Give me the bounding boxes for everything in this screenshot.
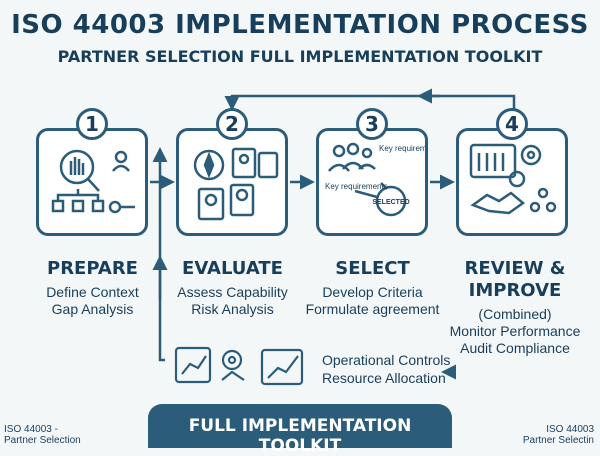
operations-icons (174, 346, 304, 386)
step-desc-review-1: (Combined) (478, 306, 552, 322)
team-selected-stamp-icon: Key requirement Key requirements SELECTE… (325, 142, 438, 217)
monitor-chart-icon (174, 346, 212, 384)
key-requirements-label: Key requirements (325, 182, 388, 191)
step-desc-select-1: Develop Criteria (322, 284, 423, 300)
compass-profiles-icon (193, 147, 279, 221)
page-subtitle: PARTNER SELECTION FULL IMPLEMENTATION TO… (57, 47, 543, 66)
step-number-1: 1 (76, 108, 108, 140)
key-requirement-label: Key requirement (379, 144, 425, 153)
step-name-review: REVIEW & (464, 258, 566, 279)
step-number-3: 3 (356, 108, 388, 140)
dashboard-handshake-icon (469, 143, 557, 215)
selected-stamp-label: SELECTED (372, 199, 409, 206)
step-desc-evaluate-1: Assess Capability (177, 284, 288, 300)
step-number-4: 4 (496, 108, 528, 140)
footer-right-2: Partner Selectin (522, 435, 594, 446)
magnifier-hand-icon (51, 149, 135, 214)
gear-icon (221, 349, 243, 371)
step-card-prepare (36, 128, 148, 236)
operations-line-1: Operational Controls (322, 352, 451, 368)
page-title: ISO 44003 IMPLEMENTATION PROCESS (11, 10, 589, 40)
step-name-evaluate: EVALUATE (182, 258, 283, 279)
toolkit-banner-label: FULL IMPLEMENTATION TOOLKIT (188, 416, 412, 456)
step-desc-prepare-1: Define Context (46, 284, 139, 300)
step-desc-select-2: Formulate agreement (305, 301, 440, 317)
loop-left-line (152, 147, 168, 362)
step-desc-review-3: Audit Compliance (460, 340, 570, 356)
footer-left-1: ISO 44003 - (4, 424, 58, 435)
step-desc-prepare-2: Gap Analysis (51, 301, 134, 317)
step-desc-evaluate-2: Risk Analysis (191, 301, 274, 317)
step-name-prepare: PREPARE (47, 258, 138, 279)
step-name-select: SELECT (335, 258, 410, 279)
step-card-select: Key requirement Key requirements SELECTE… (316, 128, 438, 236)
step-card-review (456, 128, 568, 236)
step-desc-review-2: Monitor Performance (449, 323, 581, 339)
footer-right-1: ISO 44003 (546, 424, 594, 435)
footer-left-2: Partner Selection (4, 435, 81, 446)
step-name-improve: IMPROVE (468, 280, 562, 301)
step-card-evaluate (176, 128, 288, 236)
operations-line-2: Resource Allocation (322, 370, 446, 386)
growth-chart-icon (260, 348, 304, 386)
toolkit-banner: FULL IMPLEMENTATION TOOLKIT (148, 404, 452, 456)
step-number-2: 2 (216, 108, 248, 140)
